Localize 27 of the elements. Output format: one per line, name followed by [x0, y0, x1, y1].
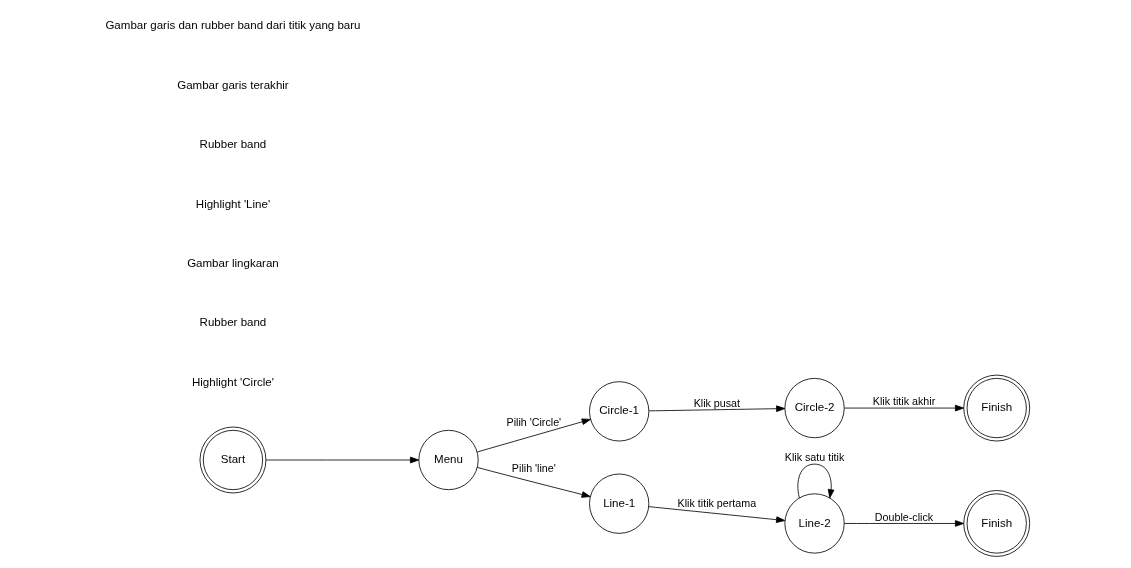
node-circle: Line-1 — [588, 473, 649, 534]
label: Highlight 'Circle' — [191, 375, 274, 388]
label: Rubber band — [199, 316, 266, 329]
label: Highlight 'Line' — [195, 197, 270, 210]
edge-label: Klik pusat — [693, 396, 740, 409]
label: Gambar garis dan rubber band dari titik yang baru — [104, 19, 361, 32]
arrow — [843, 520, 964, 527]
edge-label: Double-click — [874, 510, 933, 523]
arrow — [647, 506, 785, 523]
edge-label: Pilih 'line' — [511, 461, 556, 474]
label: Gambar garis terakhir — [176, 78, 289, 91]
edge-label: Klik titik pertama — [677, 497, 756, 510]
node-circle: Circle-1 — [588, 381, 649, 442]
arrow — [476, 467, 591, 498]
label: Rubber band — [199, 138, 266, 151]
edge-label: Klik titik akhir — [872, 395, 935, 408]
label: Gambar lingkaran — [186, 256, 279, 269]
arrow — [476, 418, 591, 453]
arrow — [648, 405, 785, 412]
node-circle: Line-2 — [783, 493, 845, 554]
edge-label: Pilih 'Circle' — [506, 415, 561, 428]
arrow — [265, 456, 419, 464]
edge-label: Klik satu titik — [784, 451, 844, 464]
arrow — [796, 463, 834, 499]
node-circle: Menu — [417, 429, 479, 491]
arrow — [843, 404, 964, 412]
node-circle: Circle-2 — [783, 377, 845, 439]
